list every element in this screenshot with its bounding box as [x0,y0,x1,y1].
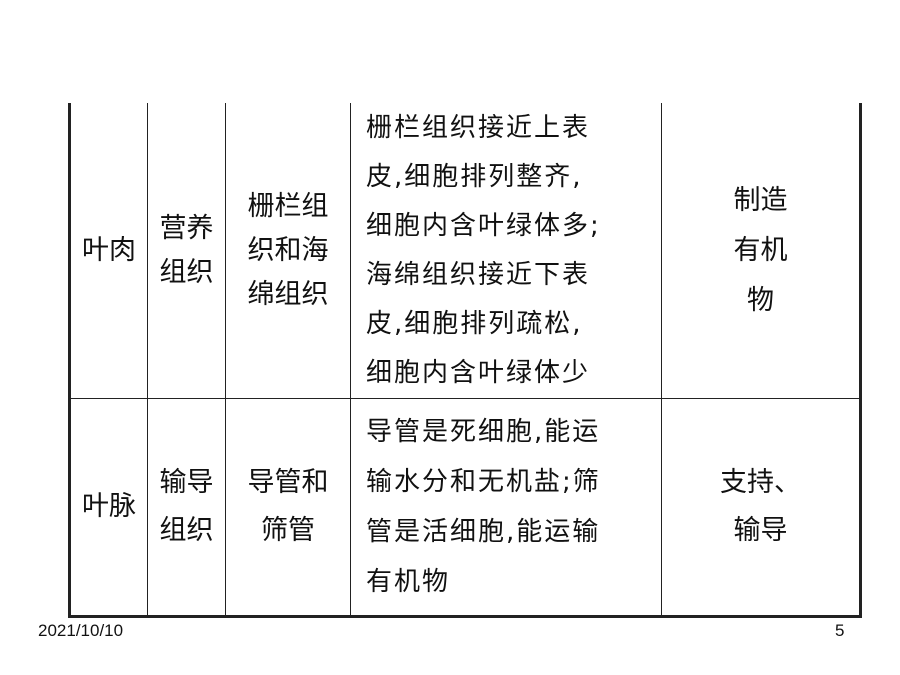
cell-line: 输导 [733,515,788,546]
cell-line: 栅栏组 [247,190,329,222]
cell-text: 叶肉 [82,234,136,266]
table-row-2-tissue: 输导 组织 [148,399,225,615]
table-row-1-composition: 栅栏组 织和海 绵组织 [226,103,350,398]
cell-text: 叶脉 [82,491,136,522]
table-row-1-part: 叶肉 [71,103,147,398]
table-border-right [859,103,862,618]
cell-line: 导管是死细胞,能运 [366,417,601,447]
page-number: 5 [835,621,845,640]
table-border-bottom [68,615,862,618]
cell-line: 皮,细胞排列疏松, [366,308,583,339]
cell-line: 海绵组织接近下表 [366,259,591,290]
cell-line: 织和海 [247,234,329,266]
cell-line: 筛管 [261,515,315,546]
cell-line: 细胞内含叶绿体多; [366,210,601,241]
column-divider [661,103,662,616]
cell-line: 栅栏组织接近上表 [366,112,591,143]
cell-line: 细胞内含叶绿体少 [366,357,591,388]
footer-date: 2021/10/10 [38,621,124,640]
table-row-2-composition: 导管和 筛管 [226,399,350,615]
table-border-left [68,103,71,618]
table-row-2-function: 支持、 输导 [662,399,859,615]
cell-line: 输水分和无机盐;筛 [366,467,601,497]
cell-line: 物 [747,284,774,316]
column-divider [147,103,148,616]
cell-line: 营养 [159,212,214,244]
table-row-1-function: 制造 有机 物 [662,103,859,398]
row-divider [68,398,862,399]
column-divider [350,103,351,616]
cell-line: 绵组织 [247,278,329,310]
cell-line: 有机 [733,234,788,266]
cell-line: 皮,细胞排列整齐, [366,161,583,192]
cell-line: 导管和 [247,467,329,498]
table-row-1-tissue: 营养 组织 [148,103,225,398]
cell-line: 组织 [159,256,214,288]
cell-line: 制造 [733,184,788,216]
table-row-1-features: 栅栏组织接近上表 皮,细胞排列整齐, 细胞内含叶绿体多; 海绵组织接近下表 皮,… [366,103,658,398]
cell-line: 管是活细胞,能运输 [366,517,601,547]
cell-line: 组织 [159,515,214,546]
table-row-2-features: 导管是死细胞,能运 输水分和无机盐;筛 管是活细胞,能运输 有机物 [366,399,658,615]
cell-line: 输导 [159,467,214,498]
cell-line: 有机物 [366,567,451,597]
table-row-2-part: 叶脉 [71,399,147,615]
cell-line: 支持、 [720,467,801,498]
column-divider [225,103,226,616]
